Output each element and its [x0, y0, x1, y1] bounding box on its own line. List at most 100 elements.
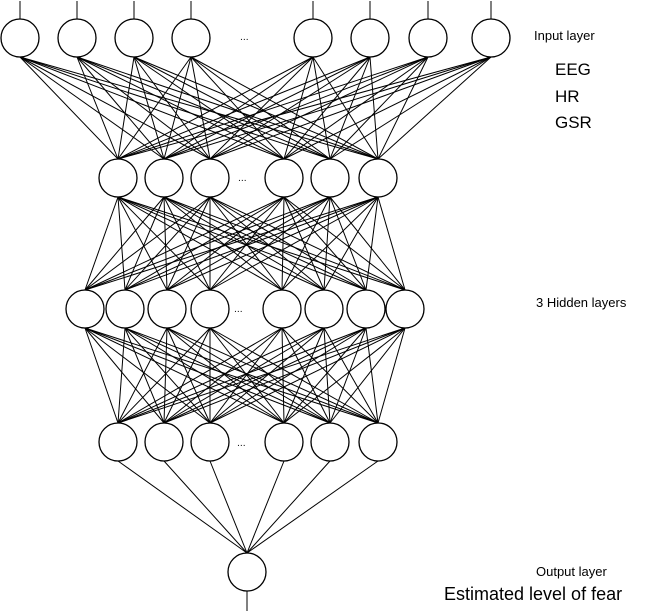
ellipsis-hidden-layer-1: ... — [238, 174, 247, 184]
input-node-0 — [0, 18, 40, 58]
hidden-2-node-7 — [385, 289, 425, 329]
connection-2-0-5 — [84, 327, 379, 424]
connection-2-5-1 — [163, 327, 325, 424]
connection-1-5-2 — [166, 196, 379, 291]
connection-2-3-1 — [163, 327, 211, 424]
connection-1-2-1 — [124, 196, 211, 291]
connection-0-7-5 — [377, 56, 492, 160]
connection-1-5-1 — [124, 196, 379, 291]
connection-0-3-4 — [190, 56, 331, 160]
connection-2-3-0 — [117, 327, 211, 424]
connection-0-0-0 — [19, 56, 119, 160]
connection-0-7-4 — [329, 56, 492, 160]
connection-0-1-0 — [76, 56, 119, 160]
connection-1-2-4 — [209, 196, 283, 291]
connection-0-6-2 — [209, 56, 429, 160]
input-gsr-label: GSR — [555, 113, 592, 132]
connection-2-6-2 — [209, 327, 367, 424]
hidden-2-node-5 — [304, 289, 344, 329]
connection-2-7-5 — [377, 327, 406, 424]
connection-2-4-3 — [281, 327, 285, 424]
connection-1-1-6 — [163, 196, 367, 291]
connection-3-1-0 — [163, 460, 248, 554]
connection-2-1-0 — [117, 327, 126, 424]
connection-0-4-3 — [283, 56, 314, 160]
connection-0-2-4 — [133, 56, 331, 160]
input-eeg-label: EEG — [555, 60, 591, 79]
connection-3-0-0 — [117, 460, 248, 554]
connection-0-2-1 — [133, 56, 165, 160]
connection-1-4-1 — [124, 196, 331, 291]
connection-1-3-3 — [209, 196, 285, 291]
connection-1-3-7 — [283, 196, 406, 291]
connection-2-7-2 — [209, 327, 406, 424]
connection-0-6-5 — [377, 56, 429, 160]
input-node-7 — [471, 18, 511, 58]
connection-0-6-4 — [329, 56, 429, 160]
hidden-3-node-0 — [98, 422, 138, 462]
input-node-3 — [171, 18, 211, 58]
connection-3-3-0 — [246, 460, 285, 554]
connection-0-7-1 — [163, 56, 492, 160]
connection-0-4-2 — [209, 56, 314, 160]
connection-1-1-0 — [84, 196, 165, 291]
connection-0-3-3 — [190, 56, 285, 160]
hidden-1-node-1 — [144, 158, 184, 198]
hidden-2-node-4 — [262, 289, 302, 329]
input-hr-label: HR — [555, 87, 580, 106]
input-layer-label: Input layer — [534, 28, 595, 43]
connection-2-6-5 — [365, 327, 379, 424]
connection-0-6-0 — [117, 56, 429, 160]
connection-1-5-4 — [281, 196, 379, 291]
connection-2-4-2 — [209, 327, 283, 424]
connection-1-2-0 — [84, 196, 211, 291]
connection-2-5-3 — [283, 327, 325, 424]
connection-2-6-0 — [117, 327, 367, 424]
connection-2-5-2 — [209, 327, 325, 424]
connection-1-5-0 — [84, 196, 379, 291]
connection-2-2-3 — [166, 327, 285, 424]
connection-1-0-4 — [117, 196, 283, 291]
connection-1-0-1 — [117, 196, 126, 291]
connection-0-4-4 — [312, 56, 331, 160]
connection-3-5-0 — [246, 460, 379, 554]
connection-0-4-0 — [117, 56, 314, 160]
connection-1-1-7 — [163, 196, 406, 291]
connection-3-4-0 — [246, 460, 331, 554]
connection-0-7-0 — [117, 56, 492, 160]
connection-1-3-1 — [124, 196, 285, 291]
connection-0-6-1 — [163, 56, 429, 160]
connection-1-5-6 — [365, 196, 379, 291]
hidden-3-node-4 — [310, 422, 350, 462]
connection-1-3-6 — [283, 196, 367, 291]
hidden-layers-label: 3 Hidden layers — [536, 295, 627, 310]
hidden-3-node-3 — [264, 422, 304, 462]
connection-2-6-1 — [163, 327, 367, 424]
input-node-2 — [114, 18, 154, 58]
hidden-3-node-2 — [190, 422, 230, 462]
connection-0-5-2 — [209, 56, 371, 160]
connection-1-5-7 — [377, 196, 406, 291]
connection-1-3-4 — [281, 196, 285, 291]
connection-0-5-5 — [369, 56, 379, 160]
connection-2-4-0 — [117, 327, 283, 424]
input-node-4 — [293, 18, 333, 58]
hidden-3-node-1 — [144, 422, 184, 462]
connection-2-0-0 — [84, 327, 119, 424]
connection-0-6-3 — [283, 56, 429, 160]
connection-2-5-0 — [117, 327, 325, 424]
connection-1-3-5 — [283, 196, 325, 291]
connection-1-2-7 — [209, 196, 406, 291]
connection-2-7-1 — [163, 327, 406, 424]
hidden-2-node-1 — [105, 289, 145, 329]
hidden-2-node-2 — [147, 289, 187, 329]
hidden-1-node-4 — [310, 158, 350, 198]
connection-0-3-0 — [117, 56, 192, 160]
connection-2-6-4 — [329, 327, 367, 424]
hidden-1-node-0 — [98, 158, 138, 198]
input-node-1 — [57, 18, 97, 58]
connection-0-5-1 — [163, 56, 371, 160]
connection-2-6-3 — [283, 327, 367, 424]
connection-2-1-1 — [124, 327, 165, 424]
